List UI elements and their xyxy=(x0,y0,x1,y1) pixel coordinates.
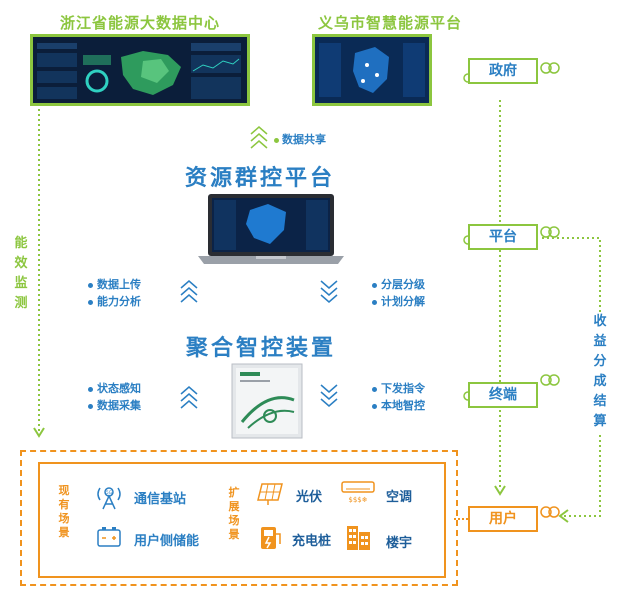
scene-photovoltaic: 光伏 xyxy=(296,490,323,505)
provincial-dashboard-screenshot xyxy=(30,34,250,106)
aggregation-control-device-title: 聚合智控装置 xyxy=(186,336,337,361)
user-connector-line xyxy=(454,518,468,520)
scene-user-storage: 用户侧储能 xyxy=(134,534,200,549)
bullet-dot xyxy=(88,299,93,305)
yiwu-dashboard-screenshot xyxy=(312,34,432,106)
up-chevrons-icon xyxy=(180,386,198,409)
bullet-dot xyxy=(372,282,377,288)
scene-charging-pile: 充电桩 xyxy=(292,534,332,549)
terminal-label: 终端 xyxy=(468,382,538,408)
base-station-icon: 5G xyxy=(97,487,121,510)
user-label: 用户 xyxy=(468,506,538,532)
battery-storage-icon xyxy=(97,527,121,547)
platform-right-item-layering: 分层分级 xyxy=(372,276,425,292)
bullet-dot xyxy=(372,403,377,409)
device-right-item-command: 下发指令 xyxy=(372,380,425,396)
yiwu-energy-platform-title: 义乌市智慧能源平台 xyxy=(318,14,463,32)
svg-text:$$$❄: $$$❄ xyxy=(348,496,367,504)
bullet-dot xyxy=(88,403,93,409)
resource-control-platform-title: 资源群控平台 xyxy=(185,166,336,191)
building-icon xyxy=(347,526,370,550)
benefit-settlement-label: 收益分成结算 xyxy=(593,312,607,432)
bullet-dot xyxy=(88,386,93,392)
data-share-label: 数据共享 xyxy=(274,131,326,147)
provincial-energy-center-title: 浙江省能源大数据中心 xyxy=(60,14,221,32)
bullet-dot xyxy=(372,299,377,305)
platform-right-item-plan: 计划分解 xyxy=(372,293,425,309)
svg-text:5G: 5G xyxy=(106,490,112,495)
gov-label: 政府 xyxy=(468,58,538,84)
device-right-item-local: 本地智控 xyxy=(372,397,425,413)
existing-scenes-label: 现有场景 xyxy=(58,484,70,539)
scenes-container xyxy=(20,450,458,586)
platform-left-item-analysis: 能力分析 xyxy=(88,293,141,309)
charging-pile-icon xyxy=(261,527,281,549)
bullet-dot xyxy=(88,282,93,288)
control-cabinet-illustration xyxy=(231,363,303,439)
extended-scenes-label: 扩展场景 xyxy=(228,486,240,541)
up-chevrons-icon xyxy=(250,126,268,149)
bullet-dot xyxy=(372,386,377,392)
energy-monitoring-line xyxy=(33,104,45,438)
platform-left-item-upload: 数据上传 xyxy=(88,276,141,292)
up-chevrons-icon xyxy=(180,280,198,303)
right-flow-lines xyxy=(463,62,601,523)
scene-air-conditioning: 空调 xyxy=(386,490,413,505)
device-left-item-sensing: 状态感知 xyxy=(88,380,141,396)
down-chevrons-icon xyxy=(320,280,338,303)
solar-panel-icon xyxy=(257,483,283,505)
energy-monitoring-label: 能效监测 xyxy=(14,234,28,314)
air-conditioner-icon: $$$❄ xyxy=(341,481,375,504)
bullet-dot xyxy=(274,137,279,143)
laptop-illustration xyxy=(198,194,344,264)
platform-label: 平台 xyxy=(468,224,538,250)
scene-building: 楼宇 xyxy=(386,536,413,551)
scene-base-station: 通信基站 xyxy=(134,492,187,507)
device-left-item-collection: 数据采集 xyxy=(88,397,141,413)
scenes-inner-box xyxy=(38,462,446,578)
down-chevrons-icon xyxy=(320,384,338,407)
